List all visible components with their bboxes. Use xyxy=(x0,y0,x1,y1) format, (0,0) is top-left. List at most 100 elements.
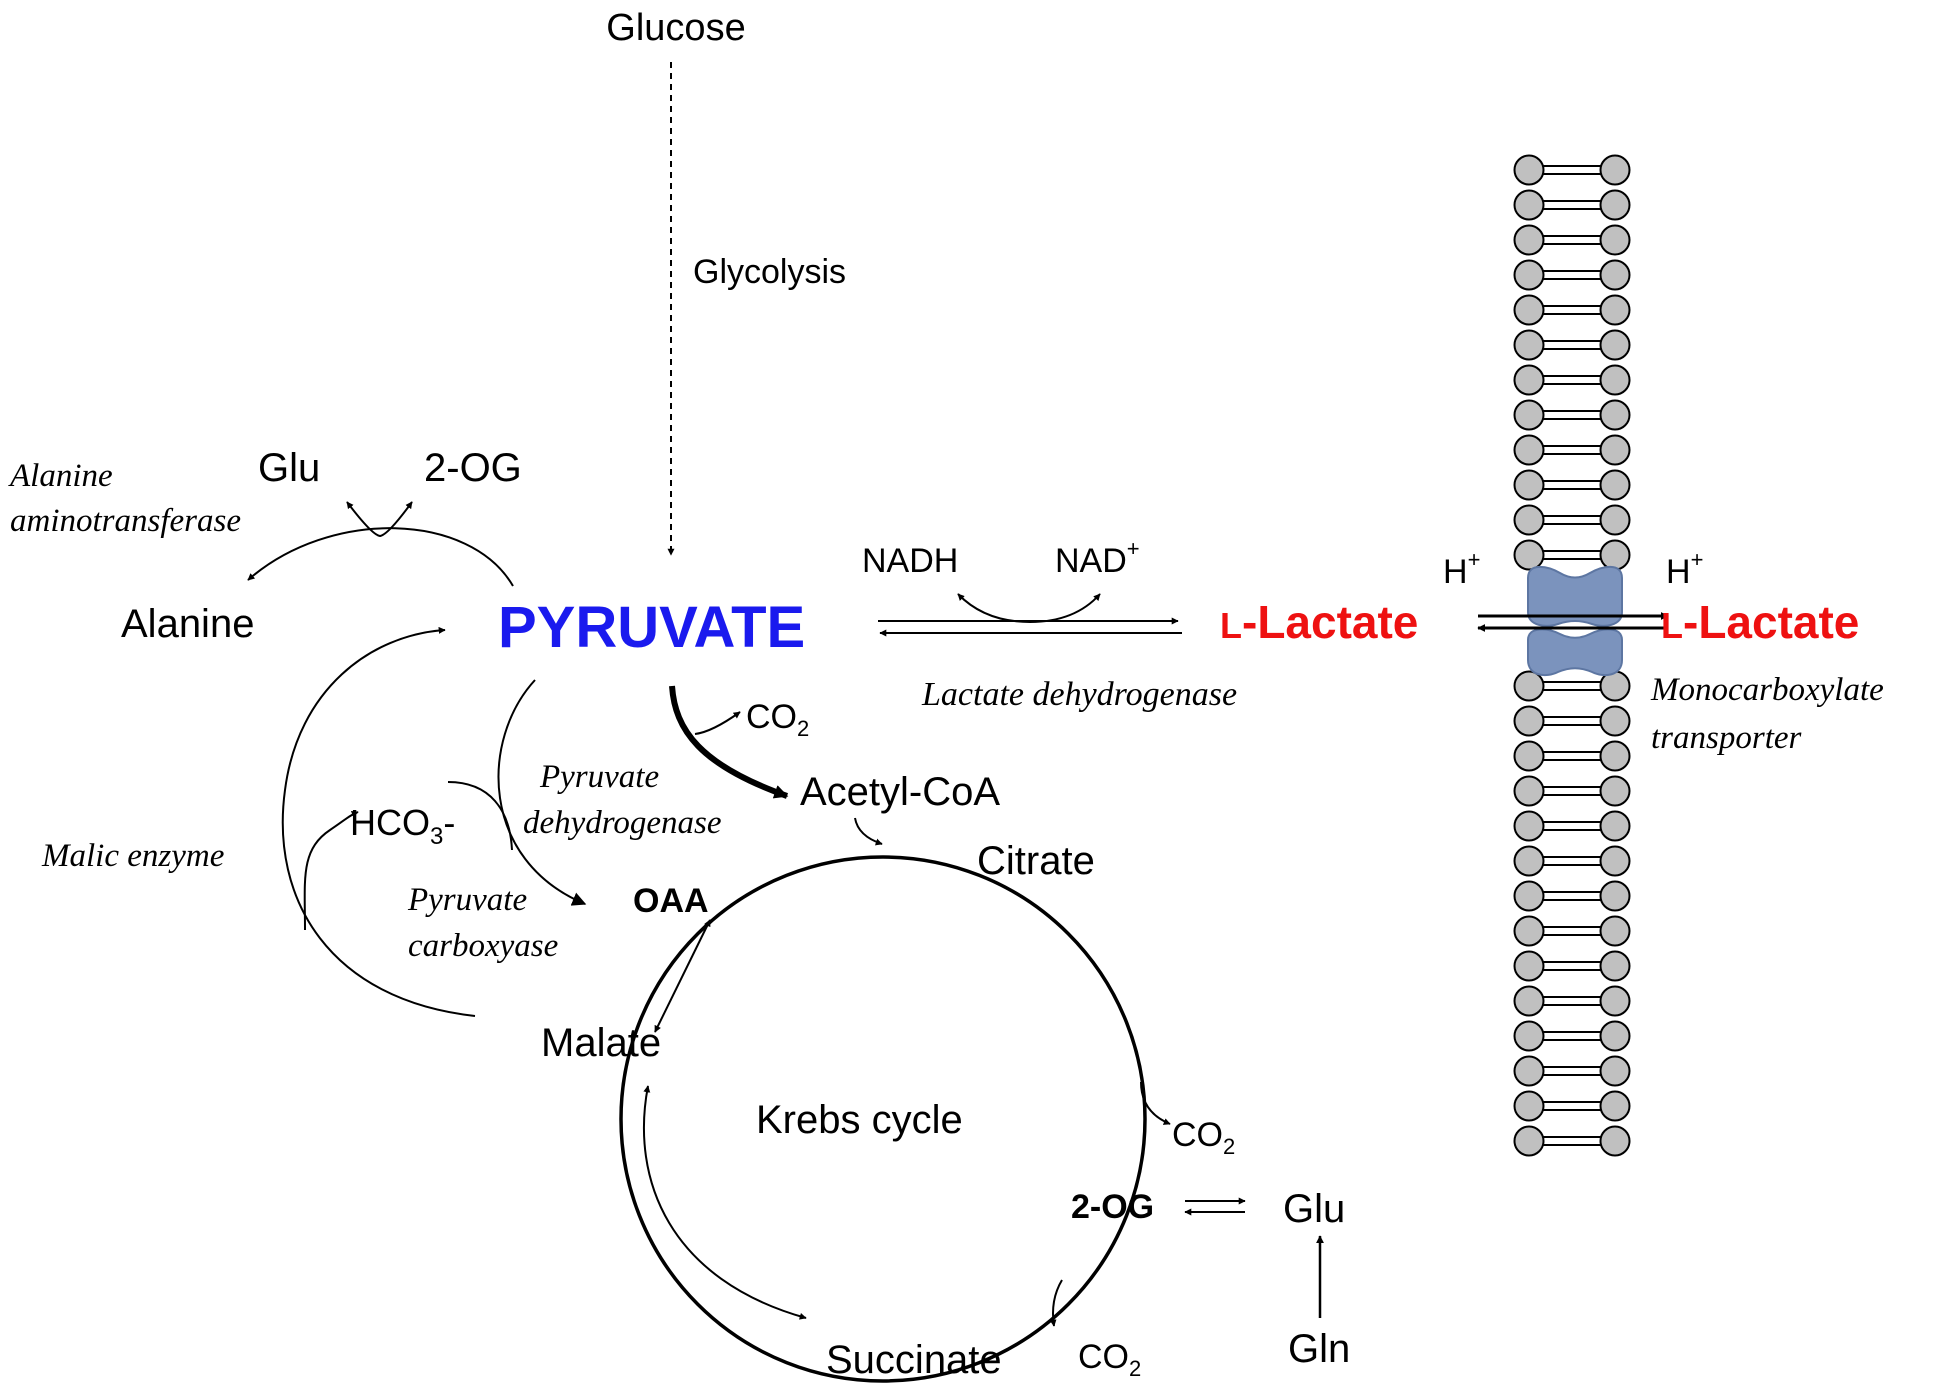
lipid-head xyxy=(1513,810,1545,842)
pyruvate-carboxylase-line2: carboxyase xyxy=(408,928,558,964)
lipid-head xyxy=(1513,469,1545,501)
transporter-label-line1: Monocarboxylate xyxy=(1650,672,1884,708)
succinate-label: Succinate xyxy=(826,1338,1002,1382)
lipid-head xyxy=(1599,915,1631,947)
alanine-aminotransferase-line1: Alanine xyxy=(8,458,113,494)
lipid-head xyxy=(1599,539,1631,571)
lipid-head xyxy=(1513,434,1545,466)
lipid-head xyxy=(1599,845,1631,877)
pyruvate-carboxylase-line1: Pyruvate xyxy=(407,882,527,918)
krebs-cycle-label: Krebs cycle xyxy=(756,1098,963,1142)
lipid-head xyxy=(1513,539,1545,571)
lipid-head xyxy=(1513,189,1545,221)
citrate-label: Citrate xyxy=(977,839,1095,883)
lipid-head xyxy=(1513,950,1545,982)
lipid-head xyxy=(1599,775,1631,807)
malic-enzyme-label: Malic enzyme xyxy=(41,838,224,874)
og-top-label: 2-OG xyxy=(424,446,522,490)
alanine-label: Alanine xyxy=(121,602,254,646)
lipid-head xyxy=(1599,434,1631,466)
malic-enzyme-hco3-arrow xyxy=(303,810,359,931)
pdh-co2-release xyxy=(694,711,741,735)
lipid-head xyxy=(1513,259,1545,291)
lipid-head xyxy=(1513,775,1545,807)
lipid-head xyxy=(1599,985,1631,1017)
gln-label: Gln xyxy=(1288,1327,1350,1371)
lipid-head xyxy=(1513,294,1545,326)
glu-top-label: Glu xyxy=(258,446,320,490)
lactate-dehydrogenase-label: Lactate dehydrogenase xyxy=(921,676,1237,713)
h-plus-right-label: H+ xyxy=(1666,547,1703,591)
nadh-label: NADH xyxy=(862,542,958,580)
krebs-cycle-circle xyxy=(619,855,1147,1383)
hco3-label: HCO3- xyxy=(350,802,455,850)
malate-label: Malate xyxy=(541,1021,661,1065)
og-cycle-label: 2-OG xyxy=(1071,1188,1154,1226)
lipid-head xyxy=(1599,399,1631,431)
lipid-head xyxy=(1599,294,1631,326)
lipid-head xyxy=(1599,810,1631,842)
pyruvate-dehydrogenase-arrow xyxy=(669,685,789,799)
lipid-head xyxy=(1599,364,1631,396)
co2-bottom-label: CO2 xyxy=(1078,1338,1141,1381)
co2-pdh-label: CO2 xyxy=(746,698,809,741)
transporter-label-line2: transporter xyxy=(1651,720,1802,756)
lipid-head xyxy=(1599,189,1631,221)
lipid-head xyxy=(1513,154,1545,186)
lipid-bilayer xyxy=(1513,154,1631,1157)
pyruvate-dehydrogenase-line2: dehydrogenase xyxy=(523,805,722,841)
lipid-head xyxy=(1513,740,1545,772)
lipid-head xyxy=(1599,1020,1631,1052)
lipid-head xyxy=(1513,670,1545,702)
malate-succinate-arrow xyxy=(642,1085,807,1320)
lipid-head xyxy=(1599,329,1631,361)
malic-enzyme-arrow xyxy=(281,626,476,1017)
lactate-outside-label: L-Lactate xyxy=(1661,596,1859,648)
co2-right-label: CO2 xyxy=(1172,1116,1235,1159)
lipid-head xyxy=(1513,1055,1545,1087)
monocarboxylate-transporter-shape xyxy=(1527,565,1623,677)
pyruvate-label: PYRUVATE xyxy=(498,595,805,660)
lipid-head xyxy=(1599,880,1631,912)
lipid-head xyxy=(1513,1125,1545,1157)
lipid-head xyxy=(1513,880,1545,912)
lipid-head xyxy=(1599,154,1631,186)
lipid-head xyxy=(1513,705,1545,737)
lipid-head xyxy=(1513,985,1545,1017)
lactate-inside-label: L-Lactate xyxy=(1220,596,1418,648)
lipid-head xyxy=(1599,504,1631,536)
lipid-head xyxy=(1513,1020,1545,1052)
lipid-head xyxy=(1599,950,1631,982)
lipid-head xyxy=(1513,504,1545,536)
lipid-head xyxy=(1599,1055,1631,1087)
co2-bottom-release xyxy=(1049,1279,1063,1327)
alanine-aminotransferase-line2: aminotransferase xyxy=(10,503,241,539)
lipid-head xyxy=(1599,705,1631,737)
h-plus-left-label: H+ xyxy=(1443,547,1480,591)
oaa-label: OAA xyxy=(633,882,709,920)
glu-2og-arc xyxy=(346,501,413,538)
acetyl-coa-label: Acetyl-CoA xyxy=(800,770,1000,814)
lipid-head xyxy=(1513,364,1545,396)
lipid-head xyxy=(1599,1090,1631,1122)
nadh-nad-arc xyxy=(957,593,1101,624)
pyruvate-dehydrogenase-line1: Pyruvate xyxy=(539,759,659,795)
lipid-head xyxy=(1513,224,1545,256)
lipid-head xyxy=(1513,399,1545,431)
acetyl-coa-entry-arrow xyxy=(854,817,883,846)
lipid-head xyxy=(1599,740,1631,772)
lipid-head xyxy=(1513,915,1545,947)
lipid-head xyxy=(1599,1125,1631,1157)
glu-bottom-label: Glu xyxy=(1283,1187,1345,1231)
lipid-head xyxy=(1599,259,1631,291)
alanine-aminotransferase-arrow xyxy=(247,527,514,587)
hco3-input-arc xyxy=(447,781,513,851)
lipid-head xyxy=(1513,845,1545,877)
glycolysis-label: Glycolysis xyxy=(693,253,846,291)
oaa-malate-arrow xyxy=(654,919,711,1033)
lipid-head xyxy=(1599,469,1631,501)
lipid-head xyxy=(1513,329,1545,361)
pyruvate-carboxylase-arrow xyxy=(497,679,587,906)
